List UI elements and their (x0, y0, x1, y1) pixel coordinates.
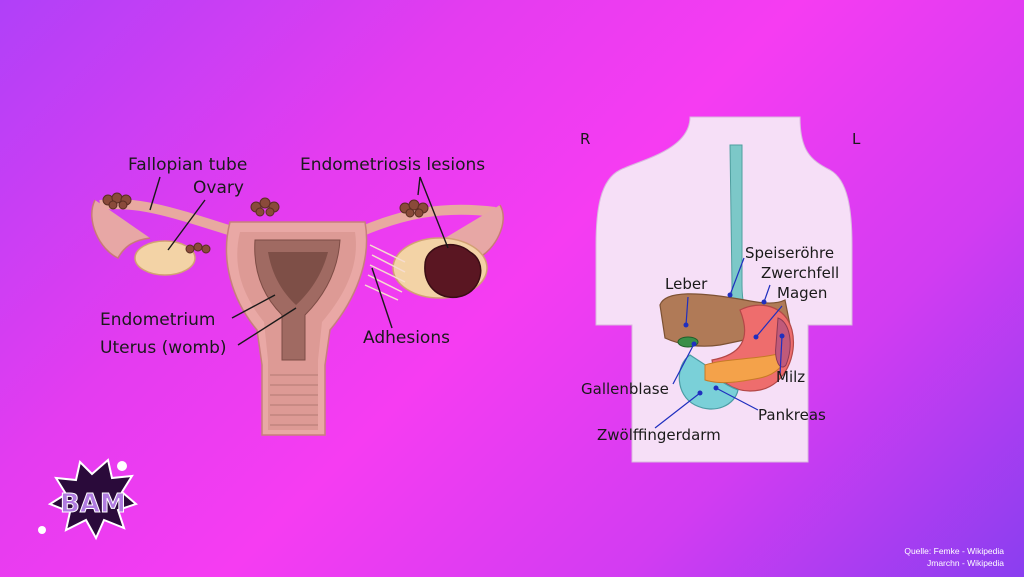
bam-logo-text: BAM (60, 489, 126, 519)
label-magen: Magen (777, 284, 828, 302)
label-pankreas: Pankreas (758, 406, 826, 424)
label-side-right: R (580, 130, 591, 148)
label-endometriosis-lesions: Endometriosis lesions (300, 155, 486, 175)
label-zwerchfell: Zwerchfell (761, 264, 840, 282)
label-speiseroehre: Speiseröhre (745, 244, 835, 262)
label-zwoelffingerdarm: Zwölffingerdarm (597, 426, 721, 444)
label-fallopian-tube: Fallopian tube (128, 155, 248, 175)
label-ovary: Ovary (193, 178, 244, 198)
label-gallenblase: Gallenblase (581, 380, 669, 398)
label-uterus: Uterus (womb) (100, 338, 227, 358)
source-credit: Quelle: Femke - Wikipedia Jmarchn - Wiki… (904, 546, 1004, 569)
source-line-1: Quelle: Femke - Wikipedia (904, 546, 1004, 557)
label-adhesions: Adhesions (363, 328, 450, 348)
label-endometrium: Endometrium (100, 310, 216, 330)
label-side-left: L (852, 130, 861, 148)
label-milz: Milz (776, 368, 806, 386)
label-leber: Leber (665, 275, 708, 293)
source-line-2: Jmarchn - Wikipedia (927, 557, 1004, 568)
